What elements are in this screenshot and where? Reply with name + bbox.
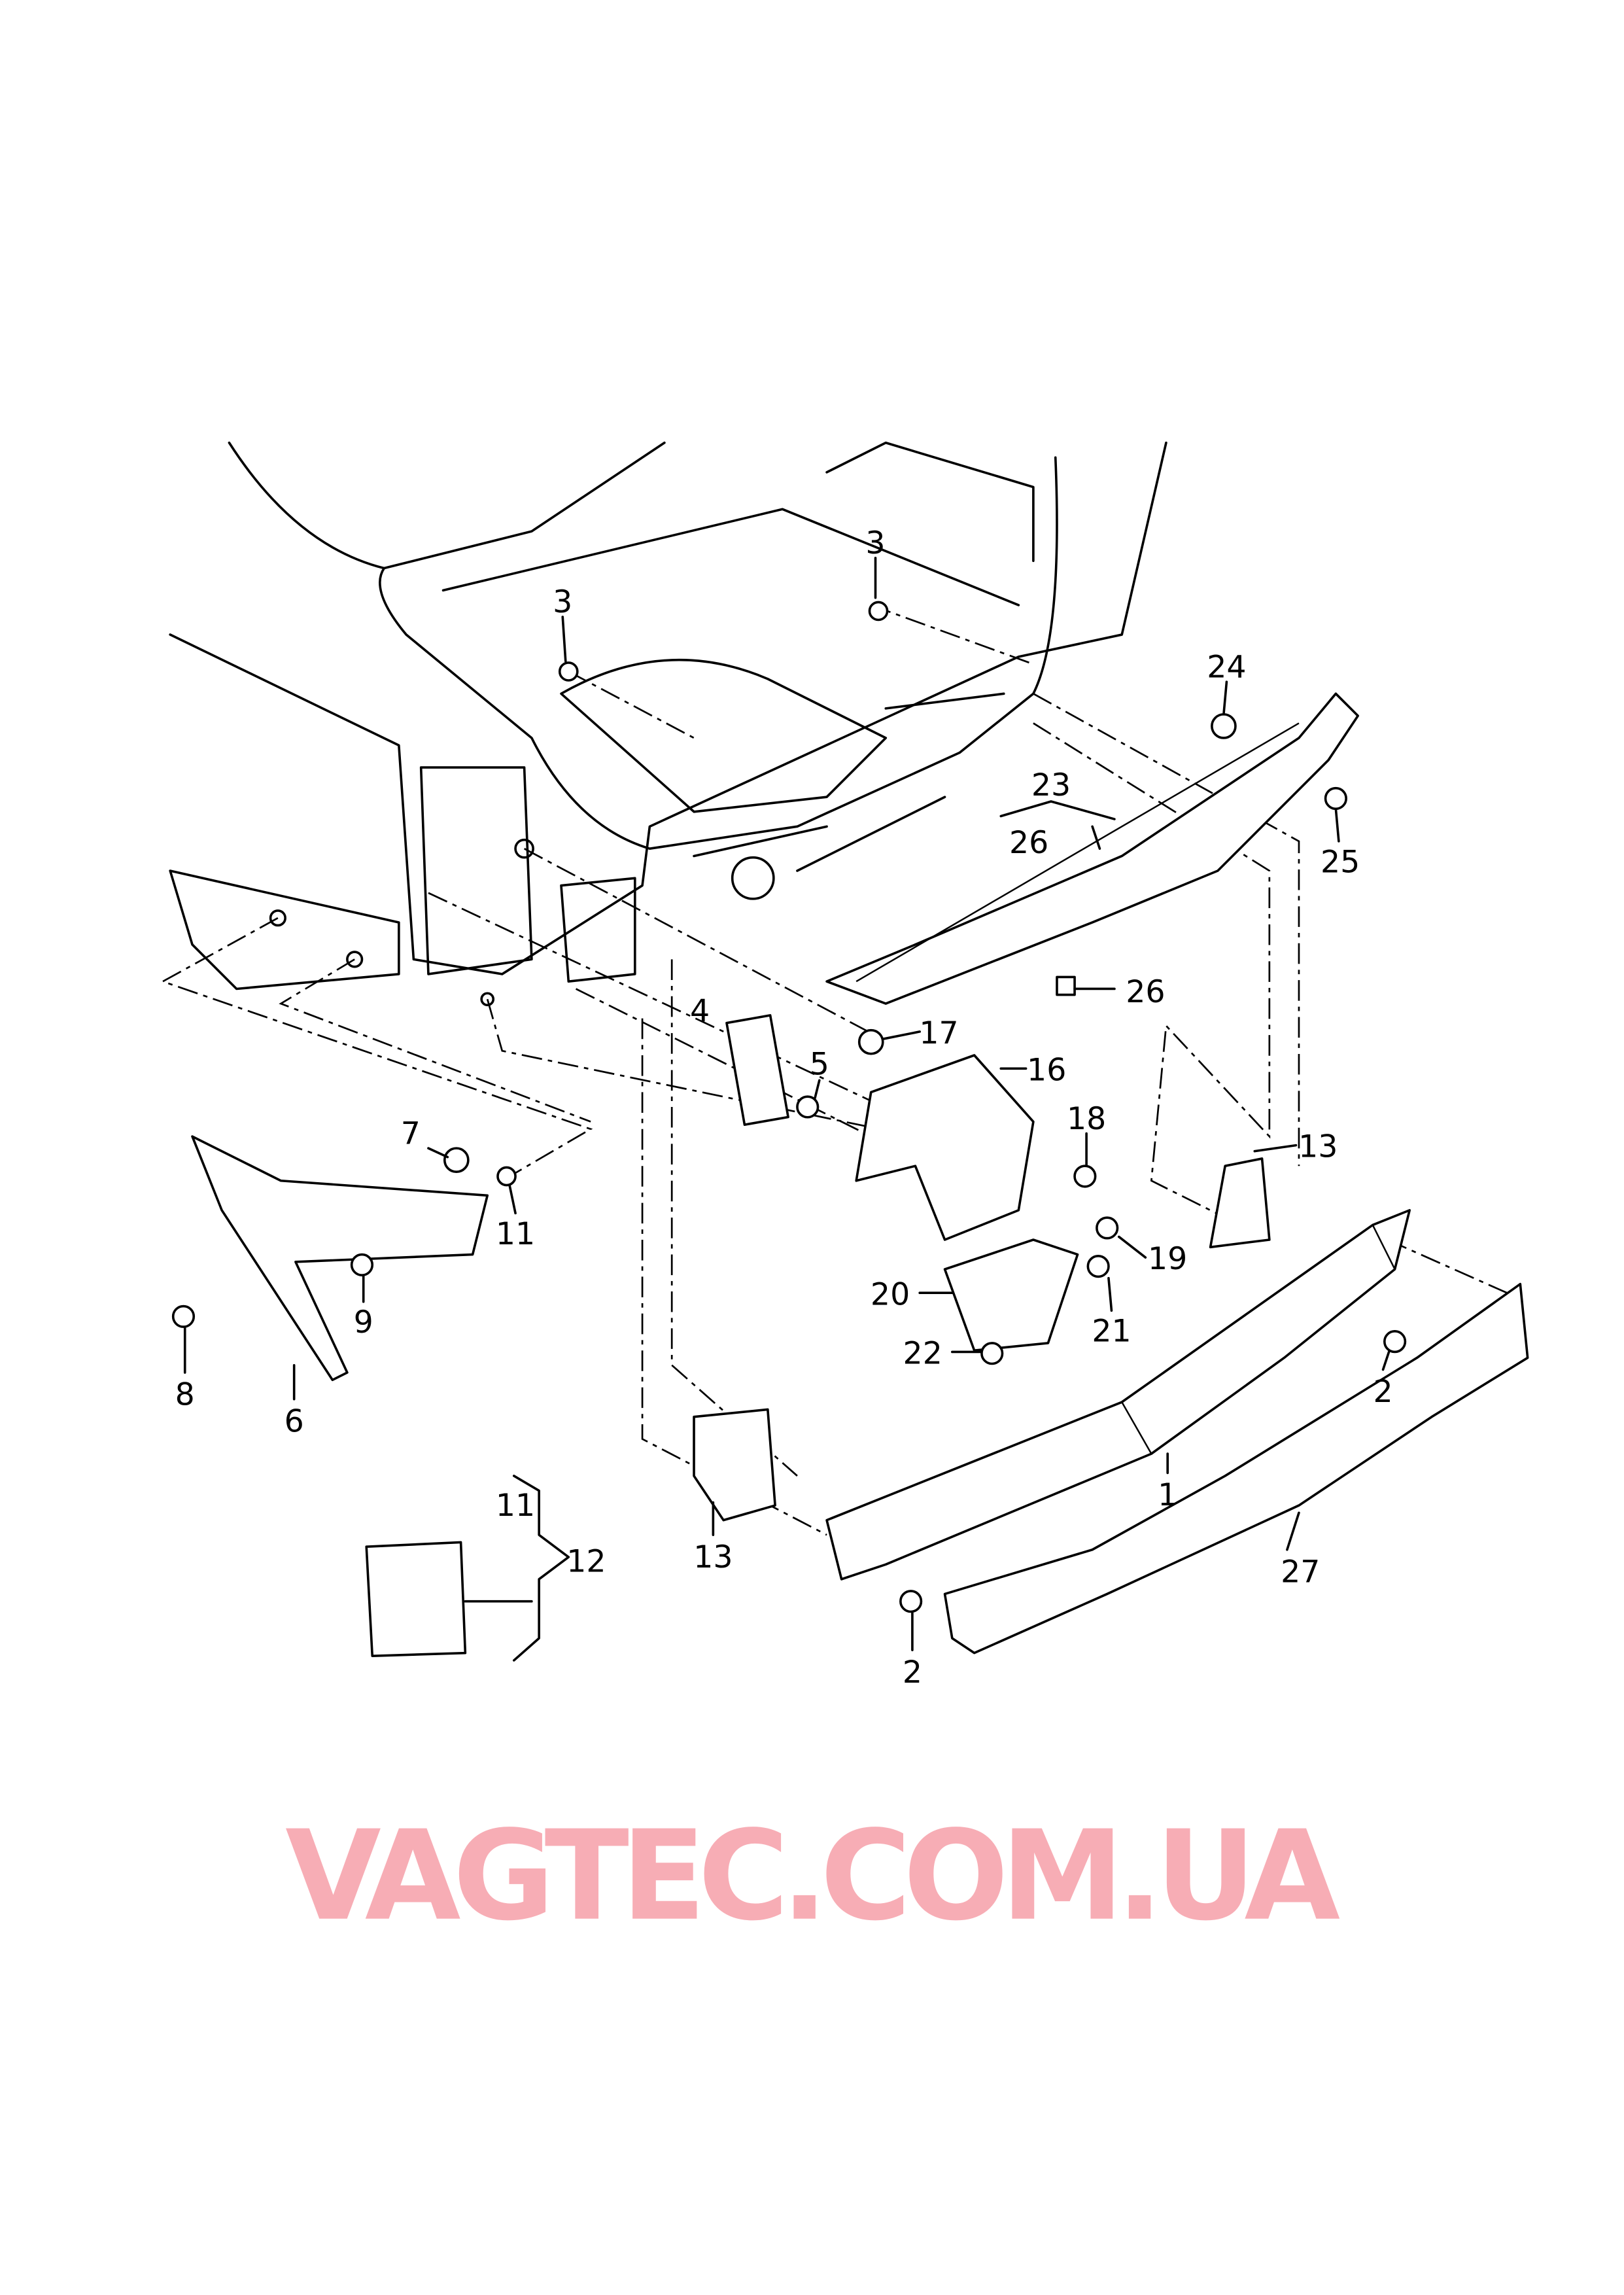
- callout-26: 26: [1009, 825, 1048, 861]
- callout-3: 3: [553, 584, 572, 620]
- callout-22: 22: [903, 1335, 942, 1371]
- callout-11: 11: [496, 1488, 535, 1524]
- callout-labels: 1 2 2 3 3 4 5 6 7 8 9 11 11 12 13 13 16 …: [175, 525, 1393, 1691]
- bumper-beam-1: [825, 1209, 1411, 1581]
- callout-17: 17: [919, 1015, 958, 1051]
- callout-26: 26: [1126, 974, 1165, 1010]
- energy-absorber-27: [943, 1282, 1529, 1655]
- callout-23: 23: [1031, 767, 1071, 803]
- callout-5: 5: [810, 1046, 829, 1082]
- callout-leaders: [183, 556, 1391, 1651]
- callout-16: 16: [1027, 1052, 1066, 1088]
- callout-18: 18: [1067, 1101, 1106, 1137]
- impact-absorber-bracket-23: [825, 692, 1360, 1005]
- car-rear-body: [169, 441, 1167, 1007]
- callout-25: 25: [1321, 844, 1360, 880]
- mounting-plates-13: [693, 1157, 1271, 1522]
- callout-11: 11: [496, 1216, 535, 1252]
- tow-eye-housing-20: [725, 1014, 1079, 1352]
- callout-12: 12: [566, 1544, 606, 1580]
- callout-8: 8: [175, 1377, 195, 1413]
- side-guide-6: [191, 1135, 489, 1382]
- callout-20: 20: [871, 1276, 910, 1312]
- callout-13: 13: [693, 1539, 733, 1575]
- callout-3: 3: [865, 525, 885, 561]
- callout-2: 2: [903, 1655, 922, 1691]
- callout-1: 1: [1158, 1477, 1177, 1513]
- callout-9: 9: [354, 1305, 373, 1340]
- callout-7: 7: [401, 1115, 421, 1151]
- hardware-bag-12: [365, 1475, 570, 1662]
- callout-2: 2: [1373, 1374, 1392, 1410]
- callout-21: 21: [1092, 1314, 1131, 1350]
- callout-27: 27: [1281, 1554, 1320, 1590]
- callout-6: 6: [285, 1403, 304, 1439]
- callout-4: 4: [690, 993, 710, 1029]
- watermark-text: VAGTEC.COM.UA: [285, 1804, 1340, 1948]
- callout-13: 13: [1298, 1129, 1338, 1165]
- callout-19: 19: [1148, 1241, 1187, 1277]
- fasteners: [171, 601, 1407, 1613]
- callout-24: 24: [1207, 649, 1246, 685]
- bumper-bracket-16: [855, 1054, 1035, 1241]
